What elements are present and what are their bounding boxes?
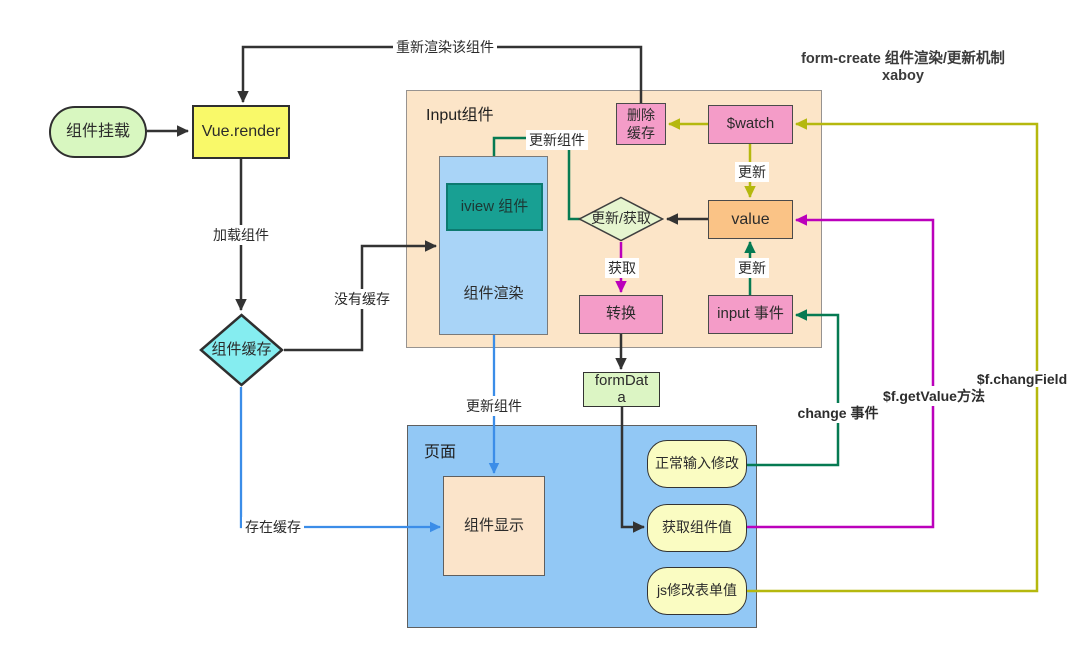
node-value: value — [708, 200, 793, 239]
node-delete-cache: 删除缓存 — [616, 103, 666, 145]
node-component-display-label: 组件显示 — [463, 516, 524, 534]
edge-label-rerender-component: 重新渲染该组件 — [393, 37, 497, 57]
node-form-data-label: formData — [594, 372, 649, 406]
page-container-label: 页面 — [424, 444, 457, 461]
edge-label-changfield-method: $f.changField — [973, 371, 1068, 387]
node-component-mount: 组件挂载 — [49, 106, 147, 158]
node-js-modify-form-value: js修改表单值 — [647, 567, 747, 615]
node-convert-label: 转换 — [605, 305, 636, 323]
node-component-cache-label: 组件缓存 — [211, 340, 272, 358]
edge-label-getvalue-method: $f.getValue方法 — [880, 386, 988, 406]
component-cache-diamond-shape — [199, 313, 284, 387]
node-watch-label: $watch — [726, 115, 775, 133]
node-update-or-get-decision: 更新/获取 — [578, 196, 664, 242]
diagram-title-line1: form-create 组件渲染/更新机制 — [801, 51, 1005, 67]
node-iview-component: iview 组件 — [446, 183, 543, 231]
node-watch: $watch — [708, 105, 793, 144]
node-input-event-label: input 事件 — [717, 305, 784, 323]
edge-label-get-value: 获取 — [605, 258, 639, 278]
node-normal-input-modify-label: 正常输入修改 — [655, 455, 739, 472]
edge-label-change-event: change 事件 — [794, 403, 882, 423]
node-vue-render: Vue.render — [192, 105, 290, 159]
edge-label-no-cache: 没有缓存 — [331, 289, 393, 309]
node-vue-render-label: Vue.render — [201, 123, 281, 140]
node-input-event: input 事件 — [708, 295, 793, 334]
edge-label-update-from-watch: 更新 — [735, 162, 769, 182]
node-component-render-label: 组件渲染 — [463, 285, 524, 303]
node-js-modify-form-value-label: js修改表单值 — [656, 582, 738, 599]
node-component-cache-decision: 组件缓存 — [199, 313, 284, 387]
node-get-component-value-label: 获取组件值 — [662, 519, 732, 536]
node-delete-cache-label: 删除缓存 — [627, 106, 655, 141]
edge-label-cache-exists: 存在缓存 — [242, 517, 304, 537]
edge-label-load-component: 加载组件 — [210, 225, 272, 245]
node-form-data: formData — [583, 372, 660, 407]
node-get-component-value: 获取组件值 — [647, 504, 747, 552]
node-update-or-get-label: 更新/获取 — [591, 210, 651, 227]
edge-label-update-from-input: 更新 — [735, 258, 769, 278]
input-component-container-label: Input组件 — [426, 107, 494, 124]
edge-label-update-component-render: 更新组件 — [526, 130, 588, 150]
node-convert: 转换 — [579, 295, 663, 334]
node-value-label: value — [731, 210, 770, 228]
node-component-display: 组件显示 — [443, 476, 545, 576]
diagram-title: form-create 组件渲染/更新机制 xaboy — [753, 51, 1053, 85]
diagram-title-line2: xaboy — [882, 68, 924, 84]
node-component-mount-label: 组件挂载 — [65, 123, 130, 140]
node-normal-input-modify: 正常输入修改 — [647, 440, 747, 488]
update-or-get-diamond-shape — [578, 196, 664, 242]
node-iview-component-label: iview 组件 — [460, 197, 529, 215]
edge-label-update-component-display: 更新组件 — [463, 396, 525, 416]
